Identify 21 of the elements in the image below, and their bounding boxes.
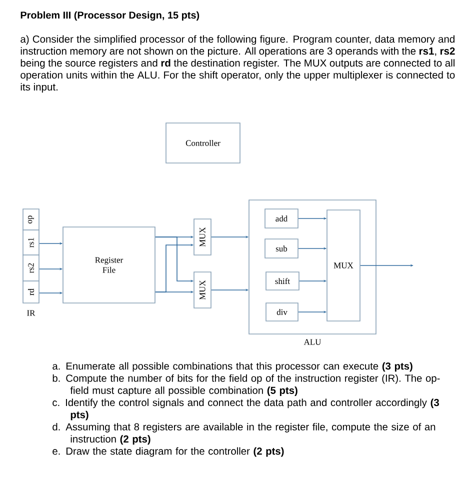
ir-field: rs2 [22,254,40,282]
mux-box: MUX [326,210,360,322]
operation-box: shift [266,272,300,290]
mux-box: MUX [194,272,212,308]
operation-box: sub [264,238,298,258]
operation-box: div [266,302,298,322]
title: Problem III (Processor Design, 15 pts) [20,11,200,21]
list-item: a. Enumerate all possible combinations that this processor can execute (3 pts) [52,362,412,372]
list-item: d. Assuming that 8 registers are available in the register file, compute the size of an instruction (2 pts) [52,422,436,445]
ir-field: op [22,208,40,230]
list-item: c. Identify the control signals and connect the data path and controller accordingly (3 pts) [52,398,439,420]
node-label: ALU [304,339,322,345]
ir-field: rd [22,280,40,304]
operation-box: add [264,208,298,228]
controller-box: Controller [166,122,240,164]
register-file-box: Register File [62,226,156,304]
mux-box: MUX [194,218,212,256]
list-item: b. Compute the number of bits for the field op of the instruction register (IR). The op-field must capture all possible combination (5 pts) [52,374,440,396]
question-text: a) Consider the simplified processor of the following figure. Program counter, data memory and instruction memory are not shown on the picture. All operations are 3 operands with the rs1, rs2 being the source registers and rd the destination register. The MUX outputs are connected to all operation units within the ALU. For the shift operator, only the upper multiplexer is connected to its input. [20,35,455,93]
list-item: e. Draw the state diagram for the controller (2 pts) [52,447,284,457]
ir-field: rs1 [22,230,40,256]
